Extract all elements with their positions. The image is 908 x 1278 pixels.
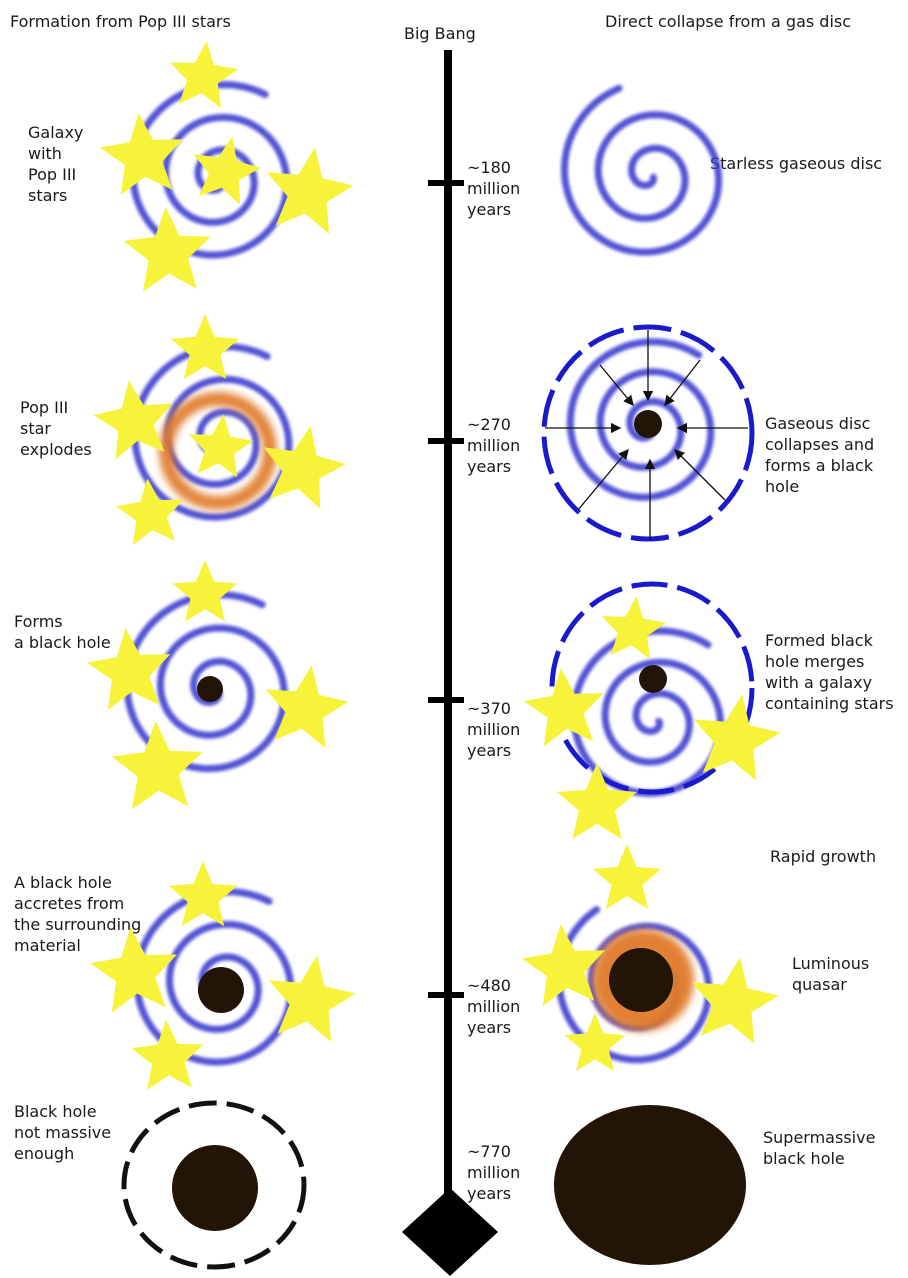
- right-column-title: Direct collapse from a gas disc: [605, 12, 851, 31]
- star-15: [168, 861, 238, 927]
- timeline-base-diamond: [402, 1188, 498, 1276]
- star-4: [266, 147, 354, 234]
- star-24: [522, 924, 606, 1006]
- star-16: [90, 927, 178, 1013]
- spiral-galaxy-right-1: [560, 84, 723, 256]
- star-12: [87, 628, 171, 710]
- star-2: [100, 113, 184, 195]
- dashed-ring-right-6: [549, 1100, 751, 1270]
- right-stage-label-4: Rapid growth: [770, 847, 876, 866]
- star-8: [188, 414, 254, 478]
- black-hole-left-4: [198, 967, 244, 1013]
- star-23: [592, 844, 662, 910]
- star-7: [93, 380, 173, 460]
- dashed-ring-right-2: [541, 324, 755, 542]
- timeline-label-2: ~270 million years: [467, 415, 525, 476]
- right-stage-label-1: Starless gaseous disc: [710, 154, 882, 173]
- left-stage-label-3: Forms a black hole: [14, 612, 111, 652]
- collapse-arrow-5: [674, 449, 726, 501]
- right-stage-label-6: Supermassive black hole: [763, 1128, 881, 1168]
- black-holes: [172, 410, 746, 1265]
- star-17: [268, 955, 356, 1042]
- star-9: [263, 425, 346, 509]
- star-14: [111, 721, 203, 810]
- black-hole-right-5: [609, 948, 673, 1012]
- collapse-arrows: [545, 330, 748, 540]
- star-19: [601, 596, 667, 660]
- black-hole-right-3: [639, 665, 667, 693]
- star-21: [693, 694, 781, 781]
- star-26: [564, 1013, 626, 1071]
- left-stage-label-2: Pop III star explodes: [20, 398, 92, 459]
- star-3: [193, 136, 261, 205]
- timeline-label-3: ~370 million years: [467, 699, 525, 760]
- star-20: [524, 668, 604, 747]
- spiral-galaxy-right-2: [566, 338, 715, 501]
- left-column-title: Formation from Pop III stars: [10, 12, 231, 31]
- right-stage-label-5: Luminous quasar: [792, 954, 874, 994]
- dashed-ring-left-5: [121, 1100, 307, 1270]
- black-hole-right-2: [634, 410, 662, 438]
- timeline-label-4: ~480 million years: [467, 976, 525, 1037]
- left-stage-label-1: Galaxy with Pop III stars: [28, 123, 88, 205]
- stars: [87, 41, 781, 1090]
- star-13: [265, 665, 349, 749]
- right-stage-label-3: Formed black hole merges with a galaxy c…: [765, 631, 894, 713]
- dashed-rings: [121, 324, 755, 1270]
- collapse-arrow-3: [664, 359, 701, 407]
- star-22: [557, 763, 637, 839]
- star-1: [170, 41, 239, 109]
- star-11: [172, 560, 238, 622]
- collapse-arrow-1: [599, 364, 634, 407]
- collapse-arrow-7: [577, 449, 629, 511]
- black-hole-left-5: [172, 1145, 258, 1231]
- black-hole-left-3: [197, 676, 223, 702]
- star-6: [170, 314, 240, 380]
- star-10: [115, 478, 184, 546]
- star-18: [131, 1020, 204, 1090]
- dashed-ring-right-3: [549, 581, 755, 795]
- left-stage-label-5: Black hole not massive enough: [14, 1102, 116, 1163]
- star-5: [123, 207, 211, 292]
- timeline-label-1: ~180 million years: [467, 158, 525, 219]
- right-stage-label-2: Gaseous disc collapses and forms a black…: [765, 414, 879, 496]
- star-25: [691, 957, 779, 1044]
- supermassive-black-hole: [554, 1105, 746, 1265]
- quasar-glow-right-5: [592, 929, 694, 1031]
- left-stage-label-4: A black hole accretes from the surroundi…: [14, 873, 146, 955]
- timeline-label-5: ~770 million years: [467, 1142, 525, 1203]
- timeline: [402, 50, 498, 1276]
- big-bang-title: Big Bang: [404, 24, 476, 43]
